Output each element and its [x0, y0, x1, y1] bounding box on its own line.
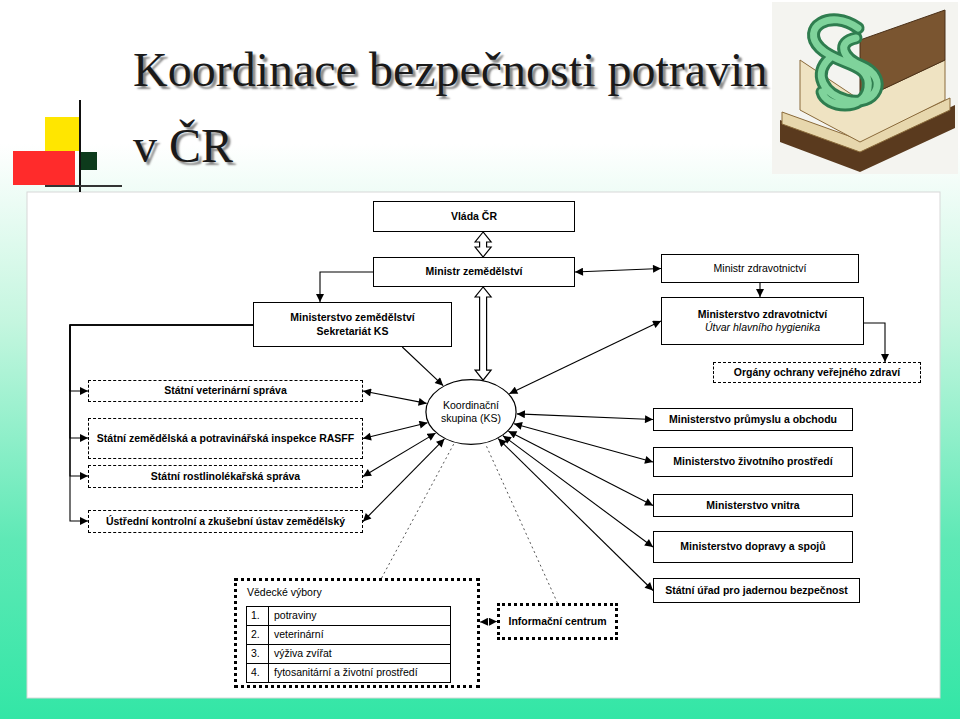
arrow-connector: [517, 414, 653, 420]
org-box: Státní zemědělská a potravinářská inspek…: [88, 418, 363, 459]
box-label: Ministerstvo vnitra: [660, 499, 846, 512]
arrow-connector: [514, 424, 653, 462]
org-box: Ministr zemědělství: [373, 257, 575, 287]
row-label: potraviny: [269, 609, 317, 622]
law-book-picture: [772, 2, 958, 174]
dotted-connector: [485, 443, 557, 603]
box-label: Ministerstvo zemědělství: [260, 311, 445, 324]
org-box: Státní rostlinolékařská správa: [88, 465, 363, 488]
box-label: Ministerstvo dopravy a spojů: [660, 540, 846, 553]
picture-ground: [772, 2, 958, 174]
box-label: Vědecké výbory: [247, 586, 467, 599]
org-box: Státní veterinární správa: [88, 380, 363, 402]
row-label: výživa zvířat: [269, 647, 332, 660]
box-label: Státní zemědělská a potravinářská inspek…: [95, 432, 356, 445]
deco-line: [79, 100, 81, 192]
paragraph-symbol-light: [814, 20, 878, 105]
arrow-connector: [363, 433, 436, 476]
slide-title: Koordinace bezpečnosti potravin v ČR: [133, 32, 773, 184]
box-label: Ministr zemědělství: [380, 265, 568, 278]
org-box: Ministr zdravotnictví: [661, 254, 859, 283]
arrow-connector: [320, 272, 373, 302]
box-label: Koordinační skupina (KS): [429, 399, 513, 425]
row-label: fytosanitární a životní prostředí: [269, 666, 418, 679]
dotted-connector: [480, 621, 497, 623]
box-label: Ministr zdravotnictví: [668, 262, 852, 275]
dark-square: [81, 152, 97, 170]
box-label: Státní rostlinolékařská správa: [95, 470, 356, 483]
arrow-connector: [402, 347, 443, 386]
red-square: [13, 151, 75, 185]
org-box: Ministerstvo zemědělstvíSekretariát KS: [253, 302, 452, 347]
box-label: Ústřední kontrolní a zkušební ústav země…: [95, 515, 356, 528]
arrow-connector: [508, 431, 653, 505]
box-label: Vláda ČR: [380, 210, 568, 223]
row-number: 3.: [247, 645, 269, 663]
row-number: 4.: [247, 664, 269, 682]
table-row: 2.veterinární: [246, 625, 451, 645]
row-label: veterinární: [269, 628, 324, 641]
deco-line: [45, 185, 122, 187]
org-box: Ministerstvo zdravotnictvíÚtvar hlavního…: [661, 297, 864, 345]
arrow-connector: [363, 391, 427, 403]
box-sublabel: Sekretariát KS: [260, 325, 445, 338]
org-box: Vláda ČR: [373, 201, 575, 232]
arrow-connector: [509, 321, 661, 394]
arrow-connector: [498, 439, 653, 591]
org-box: Ministerstvo dopravy a spojů: [653, 531, 853, 563]
org-box: Orgány ochrany veřejného zdraví: [713, 362, 921, 383]
org-box: Informační centrum: [497, 603, 618, 640]
org-box: Státní úřad pro jadernou bezpečnost: [653, 578, 860, 603]
box-label: Informační centrum: [506, 615, 609, 628]
paragraph-symbol: [814, 20, 878, 105]
org-box: Ministerstvo životního prostředí: [653, 447, 853, 477]
yellow-square: [45, 117, 80, 151]
table-row: 1.potraviny: [246, 606, 451, 626]
arrow-connector: [575, 269, 661, 273]
table-row: 4.fytosanitární a životní prostředí: [246, 663, 451, 683]
box-label: Státní veterinární správa: [95, 384, 356, 397]
box-label: Ministerstvo zdravotnictví: [668, 308, 857, 321]
arrow-connector: [363, 423, 428, 439]
arrow-connector: [363, 439, 444, 522]
dotted-connector: [382, 443, 455, 578]
box-sublabel: Útvar hlavního hygienika: [668, 321, 857, 334]
arrow-connector: [864, 323, 885, 362]
box-label: Ministerstvo životního prostředí: [660, 455, 846, 468]
box-label: Ministerstvo průmyslu a obchodu: [660, 413, 846, 426]
arrow-connector: [503, 436, 653, 547]
table-row: 3.výživa zvířat: [246, 644, 451, 664]
box-label: Orgány ochrany veřejného zdraví: [720, 366, 914, 379]
ellipse-shape: [426, 380, 516, 445]
group-ellipse: Koordinační skupina (KS): [425, 379, 517, 445]
arrow-connector: [759, 283, 760, 297]
org-box: Ústřední kontrolní a zkušební ústav země…: [88, 510, 363, 533]
double-arrow: [475, 287, 491, 380]
double-arrow: [475, 232, 491, 257]
org-box: Vědecké výbory1.potraviny2.veterinární3.…: [234, 578, 480, 688]
row-number: 1.: [247, 607, 269, 625]
org-box: Ministerstvo vnitra: [653, 494, 853, 517]
org-box: Ministerstvo průmyslu a obchodu: [653, 408, 853, 431]
diagram-panel: [27, 192, 940, 698]
row-number: 2.: [247, 626, 269, 644]
box-label: Státní úřad pro jadernou bezpečnost: [660, 584, 853, 597]
